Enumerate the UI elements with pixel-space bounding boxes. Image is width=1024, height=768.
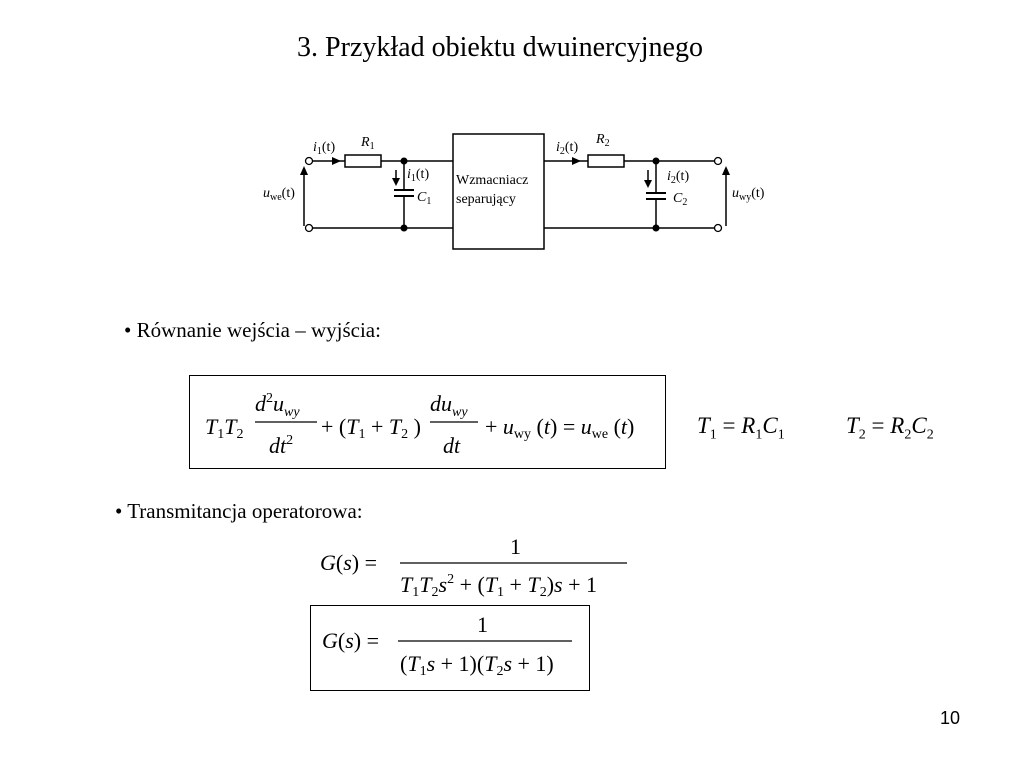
transfer-function-expanded: G(s) = 1 T1T2s2 + (T1 + T2)s + 1	[320, 534, 627, 600]
amplifier-label-line1: Wzmacniacz	[456, 173, 528, 188]
i2-cap-arrow	[644, 180, 652, 188]
i1-arrow	[332, 157, 341, 165]
circuit-diagram: i1(t) R1 i1(t) C1 uwe(t) Wzmacniacz sepa…	[263, 132, 765, 250]
separating-amplifier-box	[452, 133, 545, 250]
i2-arrow	[572, 157, 581, 165]
svg-text:G(s) =: G(s) =	[322, 628, 379, 653]
svg-text:(T1s + 1)(T2s + 1): (T1s + 1)(T2s + 1)	[400, 651, 554, 679]
resistor-r2	[587, 154, 625, 168]
io-differential-equation: T1T2 d2uwy dt2 + (T1 + T2 ) duwy dt + uw…	[205, 391, 634, 458]
svg-text:G(s) =: G(s) =	[320, 550, 377, 575]
transfer-function-heading: • Transmitancja operatorowa:	[115, 499, 363, 523]
t1-definition: T1 = R1C1	[697, 413, 785, 443]
page-number: 10	[940, 708, 961, 728]
svg-text:uwy(t): uwy(t)	[732, 186, 765, 203]
svg-text:i1(t): i1(t)	[407, 167, 429, 184]
io-equation-heading: • Równanie wejścia – wyjścia:	[124, 318, 381, 342]
svg-text:i2(t): i2(t)	[556, 140, 578, 157]
input-terminal-bottom	[304, 223, 314, 233]
output-terminal-top	[713, 156, 723, 166]
svg-text:R1: R1	[360, 135, 375, 152]
svg-text:+ (T1 + T2 ): + (T1 + T2 )	[321, 414, 421, 442]
input-terminal-top	[304, 156, 314, 166]
svg-text:i1(t): i1(t)	[313, 140, 335, 157]
t2-definition: T2 = R2C2	[846, 413, 934, 443]
svg-text:uwe(t): uwe(t)	[263, 186, 295, 203]
svg-text:+ uwy (t) = uwe (t): + uwy (t) = uwe (t)	[485, 414, 634, 442]
resistor-r1	[344, 154, 382, 168]
svg-text:dt: dt	[443, 433, 461, 458]
svg-text:1: 1	[477, 612, 488, 637]
amplifier-label-line2: separujący	[456, 192, 516, 207]
i1-cap-arrow	[392, 178, 400, 186]
page-title: 3. Przykład obiektu dwuinercyjnego	[297, 32, 703, 63]
svg-text:R2: R2	[595, 132, 610, 149]
svg-text:T1T2s2 + (T1 + T2)s + 1: T1T2s2 + (T1 + T2)s + 1	[400, 572, 597, 600]
svg-text:C1: C1	[417, 190, 431, 207]
svg-text:dt2: dt2	[269, 433, 293, 458]
transfer-function-factored: G(s) = 1 (T1s + 1)(T2s + 1)	[322, 612, 572, 679]
svg-text:duwy: duwy	[430, 391, 468, 420]
svg-text:i2(t): i2(t)	[667, 169, 689, 186]
transfer-function-factored-box	[310, 605, 590, 691]
uwy-arrow	[722, 166, 730, 175]
uwe-arrow	[300, 166, 308, 175]
io-equation-box	[189, 375, 666, 469]
svg-text:C2: C2	[673, 191, 687, 208]
svg-text:T1T2: T1T2	[205, 414, 244, 442]
output-terminal-bottom	[713, 223, 723, 233]
svg-text:d2uwy: d2uwy	[255, 391, 300, 420]
svg-text:1: 1	[510, 534, 521, 559]
